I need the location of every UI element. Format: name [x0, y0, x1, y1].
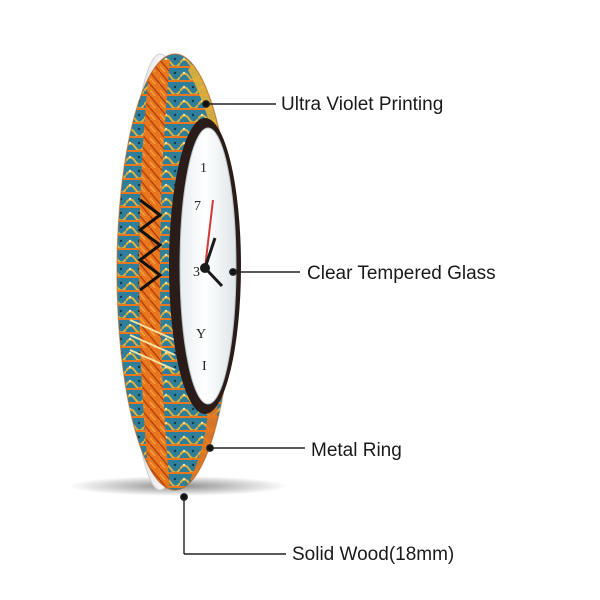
label-solid-wood: Solid Wood(18mm) [292, 544, 455, 565]
label-metal-ring: Metal Ring [311, 440, 402, 461]
svg-text:3: 3 [193, 265, 200, 280]
leader-lines [180, 100, 305, 555]
label-uv-printing: Ultra Violet Printing [281, 94, 444, 115]
svg-text:Y: Y [196, 327, 206, 342]
svg-text:7: 7 [194, 199, 201, 214]
svg-text:1: 1 [200, 161, 207, 176]
clock-numerals: 1 7 3 Y I [193, 161, 207, 374]
label-tempered-glass: Clear Tempered Glass [307, 263, 496, 284]
clock-hands [200, 199, 224, 288]
svg-text:I: I [202, 359, 207, 374]
